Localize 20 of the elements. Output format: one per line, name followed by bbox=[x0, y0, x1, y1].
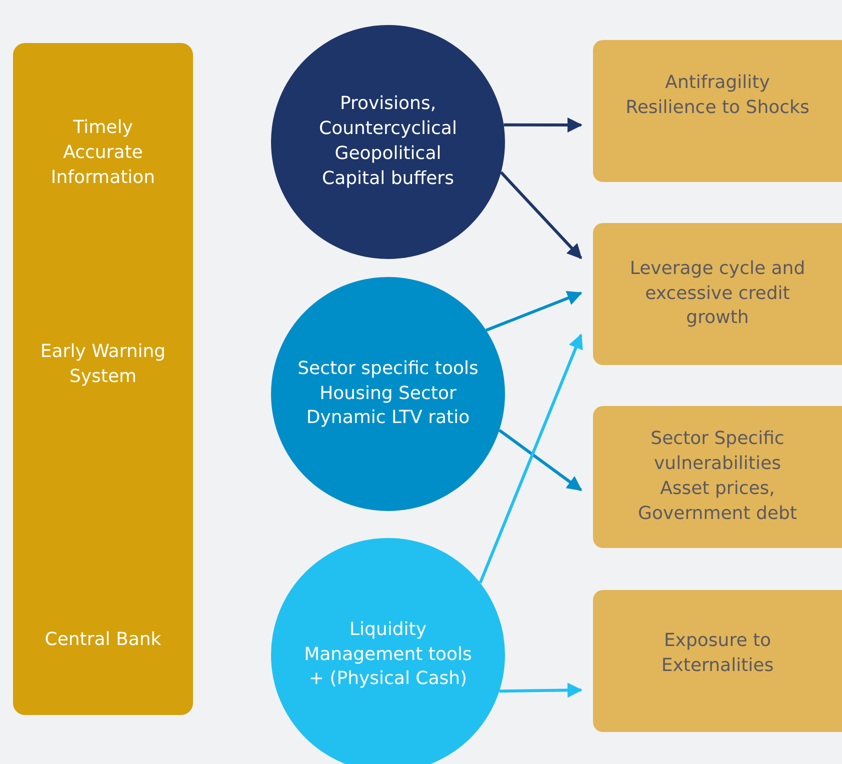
arrow bbox=[500, 171, 582, 260]
risk-box bbox=[593, 40, 842, 182]
risk-label: Exposure to Externalities bbox=[660, 629, 775, 678]
risk-label: Leverage cycle and excessive credit growth bbox=[628, 256, 806, 330]
sidebar-label: Early Warning System bbox=[39, 340, 167, 389]
risk-box bbox=[593, 406, 842, 548]
arrow bbox=[499, 682, 582, 698]
tool-label: Sector specific tools Housing Sector Dynamic LTV ratio bbox=[296, 356, 480, 430]
risk-label: Sector Specific vulnerabilities Asset prices, Government debt bbox=[637, 427, 798, 526]
arrow bbox=[486, 290, 582, 332]
arrow bbox=[504, 117, 582, 132]
risk-box bbox=[593, 590, 842, 732]
tool-label: Liquidity Management tools + (Physical Cash) bbox=[303, 618, 473, 692]
arrow bbox=[498, 428, 582, 492]
tool-label: Provisions, Countercyclical Geopolitical Capital buffers bbox=[318, 92, 458, 191]
risk-box bbox=[593, 223, 842, 365]
sidebar-panel bbox=[13, 43, 193, 715]
risk-label: Antifragility Resilience to Shocks bbox=[624, 71, 810, 120]
sidebar-label: Central Bank bbox=[44, 628, 162, 652]
sidebar-label: Timely Accurate Information bbox=[50, 116, 156, 190]
